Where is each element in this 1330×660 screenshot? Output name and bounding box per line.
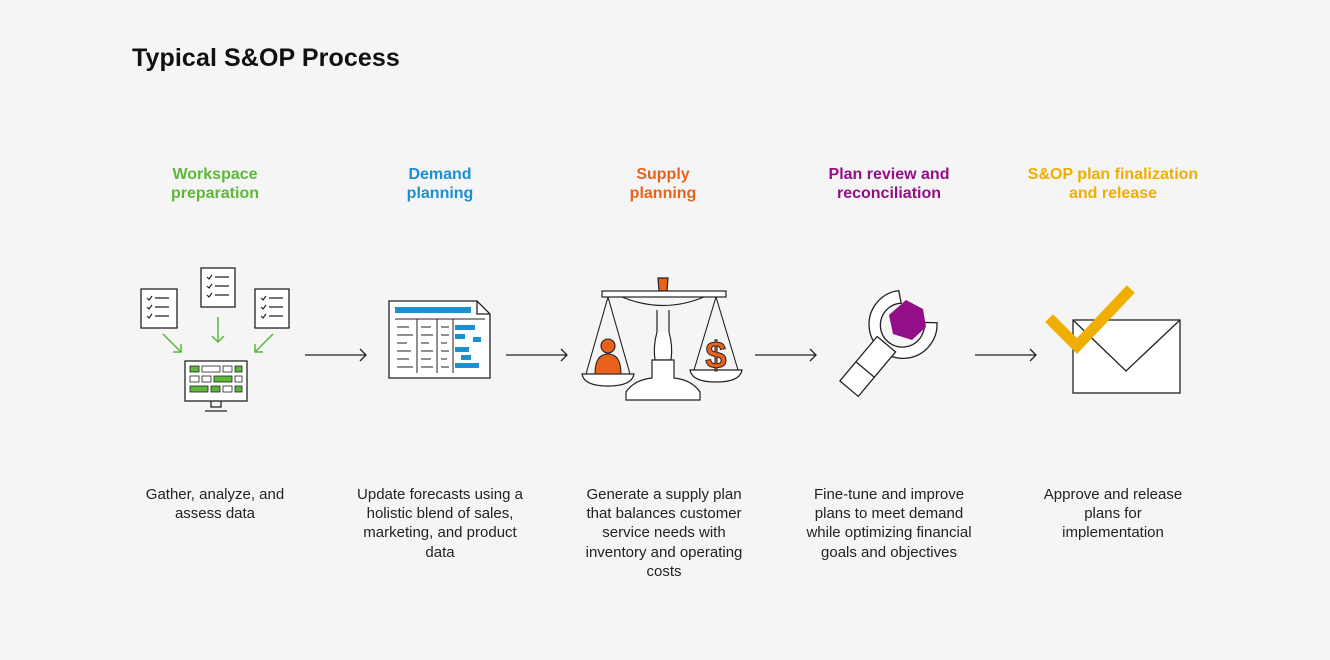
balance-scale-icon: $ <box>581 277 743 401</box>
envelope-checkmark-icon <box>1045 285 1181 394</box>
step-description-plan-finalization: Approve and release plans for implementa… <box>1043 486 1183 542</box>
step-title-plan-review: Plan review and reconciliation <box>828 166 950 202</box>
arrow-right-icon <box>975 348 1037 362</box>
step-description-plan-review: Fine-tune and improve plans to meet dema… <box>806 486 972 561</box>
step-description-demand-planning: Update forecasts using a holistic blend … <box>357 486 523 561</box>
wrench-icon <box>838 289 938 398</box>
step-title-workspace-preparation: Workspace preparation <box>170 166 259 202</box>
spreadsheet-icon <box>388 300 491 379</box>
step-title-plan-finalization: S&OP plan finalization and release <box>1027 166 1199 202</box>
checklists-to-monitor-icon <box>140 267 290 412</box>
step-description-supply-planning: Generate a supply plan that balances cus… <box>585 486 743 580</box>
page-title: Typical S&OP Process <box>132 44 400 72</box>
arrow-right-icon <box>305 348 367 362</box>
step-description-workspace-preparation: Gather, analyze, and assess data <box>145 486 285 523</box>
arrow-right-icon <box>506 348 568 362</box>
svg-text:$: $ <box>705 335 726 377</box>
step-title-demand-planning: Demand planning <box>406 166 474 202</box>
arrow-right-icon <box>755 348 817 362</box>
step-title-supply-planning: Supply planning <box>629 166 697 202</box>
